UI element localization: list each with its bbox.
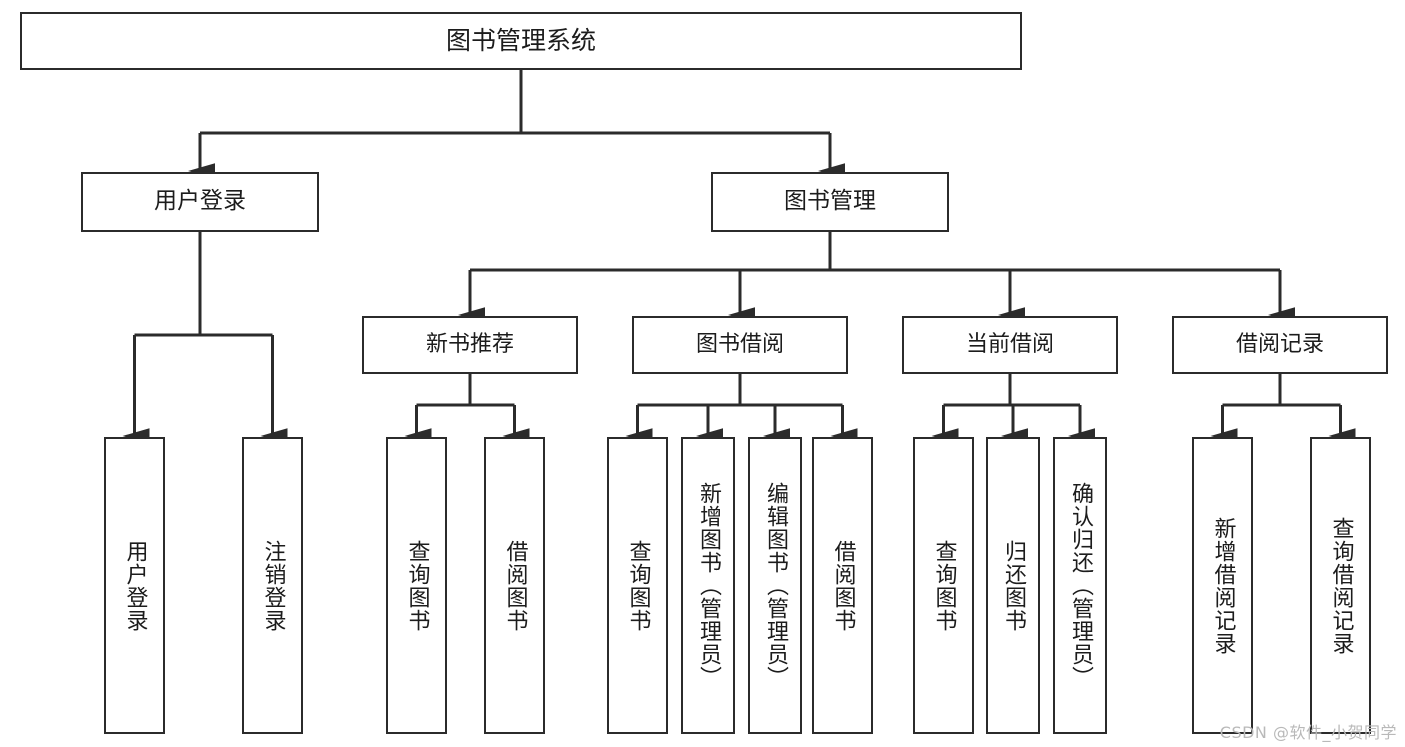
node-leaf-return-book-label: 归还图书 [1001,539,1026,632]
node-leaf-add-record[interactable]: 新增借阅记录 [1192,437,1253,734]
node-leaf-query-book-1[interactable]: 查询图书 [386,437,447,734]
node-leaf-user-logout-label: 注销登录 [260,539,286,632]
node-leaf-query-book-2[interactable]: 查询图书 [607,437,668,734]
node-leaf-user-login-label: 用户登录 [122,539,148,632]
node-new-book-recommend-label: 新书推荐 [425,332,514,358]
node-leaf-user-logout[interactable]: 注销登录 [242,437,303,734]
node-current-borrow[interactable]: 当前借阅 [902,316,1118,374]
node-leaf-borrow-book-1[interactable]: 借阅图书 [484,437,545,734]
watermark: CSDN @软件_小贺同学 [1219,723,1397,742]
node-leaf-add-book[interactable]: 新增图书（管理员） [681,437,735,734]
node-borrow-record-label: 借阅记录 [1235,332,1324,358]
node-user-login[interactable]: 用户登录 [81,172,319,232]
node-user-login-label: 用户登录 [154,188,246,215]
node-borrow-record[interactable]: 借阅记录 [1172,316,1388,374]
node-root-label: 图书管理系统 [445,26,596,56]
node-leaf-confirm-return-label: 确认归还（管理员） [1068,482,1093,689]
node-leaf-borrow-book-1-label: 借阅图书 [502,539,528,632]
node-leaf-edit-book[interactable]: 编辑图书（管理员） [748,437,802,734]
node-leaf-confirm-return[interactable]: 确认归还（管理员） [1053,437,1107,734]
node-book-borrow[interactable]: 图书借阅 [632,316,848,374]
node-leaf-borrow-book-2-label: 借阅图书 [830,539,856,632]
node-leaf-query-record-label: 查询借阅记录 [1328,516,1354,655]
node-book-borrow-label: 图书借阅 [695,332,784,358]
node-book-manage[interactable]: 图书管理 [711,172,949,232]
node-book-manage-label: 图书管理 [784,188,876,215]
node-leaf-add-book-label: 新增图书（管理员） [696,482,721,689]
node-leaf-query-book-2-label: 查询图书 [625,539,651,632]
node-leaf-query-book-1-label: 查询图书 [404,539,430,632]
node-root[interactable]: 图书管理系统 [20,12,1022,70]
edge-group [122,70,1356,444]
node-leaf-query-book-3-label: 查询图书 [931,539,957,632]
node-current-borrow-label: 当前借阅 [965,332,1054,358]
node-leaf-edit-book-label: 编辑图书（管理员） [763,482,788,689]
node-leaf-borrow-book-2[interactable]: 借阅图书 [812,437,873,734]
node-new-book-recommend[interactable]: 新书推荐 [362,316,578,374]
node-leaf-add-record-label: 新增借阅记录 [1210,516,1236,655]
node-leaf-user-login[interactable]: 用户登录 [104,437,165,734]
node-leaf-query-book-3[interactable]: 查询图书 [913,437,974,734]
node-leaf-query-record[interactable]: 查询借阅记录 [1310,437,1371,734]
node-leaf-return-book[interactable]: 归还图书 [986,437,1040,734]
